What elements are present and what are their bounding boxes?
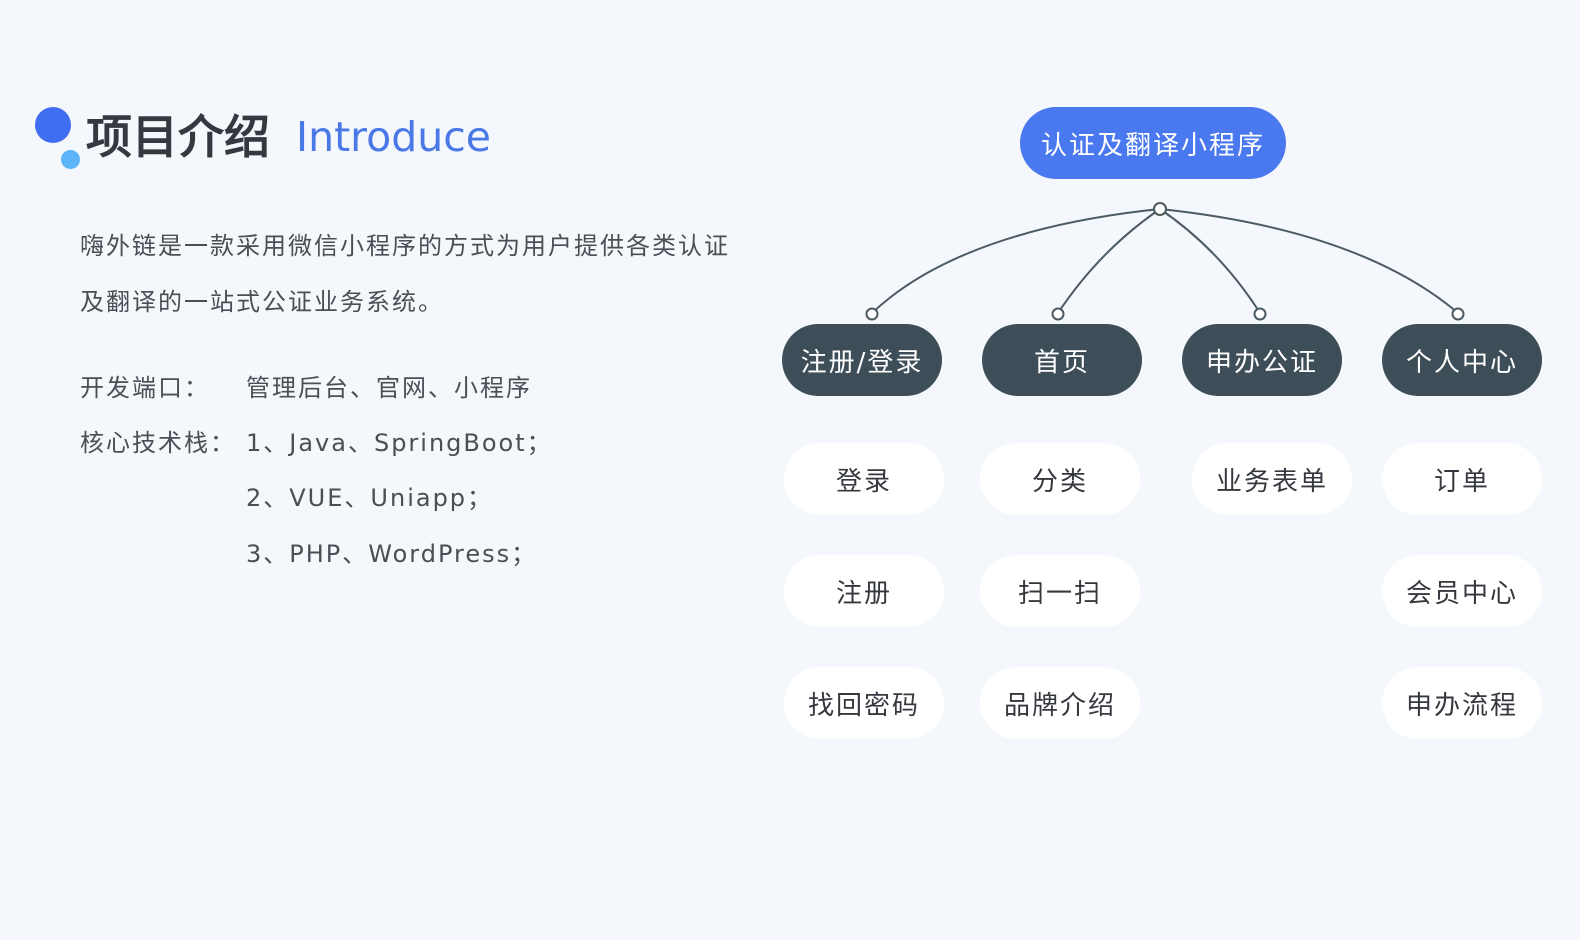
leaf-node: 业务表单 [1192,443,1352,515]
decor-dot-small [61,150,80,169]
category-node-register-login: 注册/登录 [782,324,942,396]
connector-joint [1051,307,1065,321]
leaf-node: 登录 [784,443,944,515]
leaf-node: 注册 [784,555,944,627]
ports-label: 开发端口： [80,374,210,402]
connector-joint [1253,307,1267,321]
leaf-node: 找回密码 [784,667,944,739]
leaf-node: 分类 [980,443,1140,515]
leaf-node: 扫一扫 [980,555,1140,627]
category-node-home: 首页 [982,324,1142,396]
tree-root-node: 认证及翻译小程序 [1020,107,1286,179]
decor-dot-large [35,107,71,143]
connector-line [1159,208,1459,314]
category-node-personal-center: 个人中心 [1382,324,1542,396]
connector-line [1057,208,1161,314]
page-title: 项目介绍 [86,110,270,164]
connector-joint [1451,307,1465,321]
leaf-node: 订单 [1382,443,1542,515]
stack-item: 2、VUE、Uniapp； [246,484,494,512]
connector-joint [865,307,879,321]
category-node-notarization: 申办公证 [1182,324,1342,396]
stack-item: 1、Java、SpringBoot； [246,429,553,457]
page-subtitle: Introduce [296,113,491,161]
connector-line [871,208,1161,314]
leaf-node: 品牌介绍 [980,667,1140,739]
ports-value: 管理后台、官网、小程序 [246,374,532,402]
connector-line [1159,208,1261,314]
stack-item: 3、PHP、WordPress； [246,540,538,568]
leaf-node: 申办流程 [1382,667,1542,739]
intro-text: 嗨外链是一款采用微信小程序的方式为用户提供各类认证及翻译的一站式公证业务系统。 [80,232,730,316]
stack-label: 核心技术栈： [80,429,236,457]
leaf-node: 会员中心 [1382,555,1542,627]
connector-joint [1153,202,1167,216]
